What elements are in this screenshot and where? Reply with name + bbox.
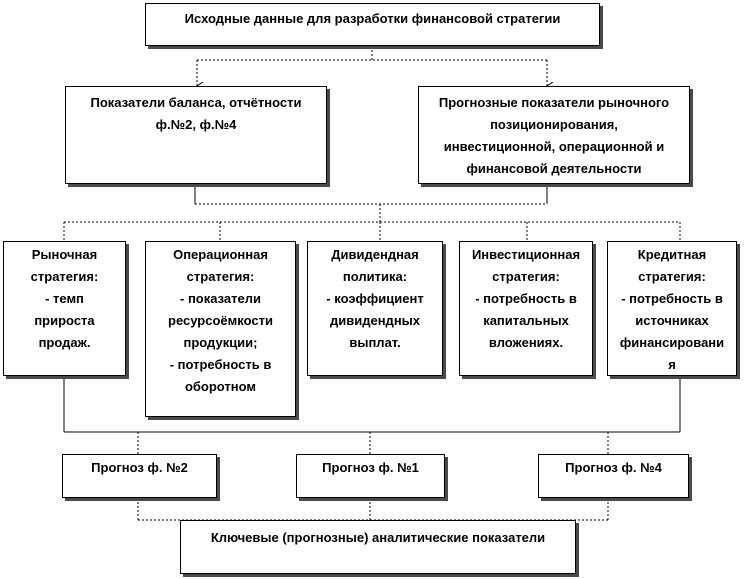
- strategy-text-dividend: Дивидендная политика: - коэффициент диви…: [326, 247, 424, 350]
- result-box: Ключевые (прогнозные) аналитические пока…: [180, 520, 576, 574]
- strategy-box-investment: Инвестиционная стратегия: - потребность …: [459, 241, 593, 376]
- forecast-box-f2: Прогноз ф. №2: [62, 454, 217, 498]
- strategy-box-market: Рыночная стратегия: - темп прироста прод…: [3, 241, 126, 376]
- strategy-box-credit: Кредитная стратегия: - потребность в ист…: [607, 241, 737, 376]
- forecast-text-f2: Прогноз ф. №2: [91, 460, 188, 475]
- source-box-reports: Показатели баланса, отчётности ф.№2, ф.№…: [65, 86, 327, 184]
- forecast-box-f1: Прогноз ф. №1: [296, 454, 445, 498]
- strategy-text-operational: Операционная стратегия: - показатели рес…: [168, 247, 273, 394]
- source-text-reports: Показатели баланса, отчётности ф.№2, ф.№…: [90, 95, 302, 132]
- result-text: Ключевые (прогнозные) аналитические пока…: [210, 530, 546, 545]
- forecast-text-f1: Прогноз ф. №1: [322, 460, 419, 475]
- title-text: Исходные данные для разработки финансово…: [184, 11, 561, 26]
- source-box-forecast-indicators: Прогнозные показатели рыночного позицион…: [418, 86, 690, 184]
- forecast-box-f4: Прогноз ф. №4: [538, 454, 689, 498]
- strategy-box-operational: Операционная стратегия: - показатели рес…: [145, 241, 296, 417]
- strategy-box-dividend: Дивидендная политика: - коэффициент диви…: [307, 241, 443, 376]
- strategy-text-credit: Кредитная стратегия: - потребность в ист…: [619, 247, 725, 372]
- title-box: Исходные данные для разработки финансово…: [145, 3, 600, 46]
- strategy-text-market: Рыночная стратегия: - темп прироста прод…: [30, 247, 99, 350]
- strategy-text-investment: Инвестиционная стратегия: - потребность …: [471, 247, 581, 350]
- forecast-text-f4: Прогноз ф. №4: [565, 460, 662, 475]
- source-text-forecast-indicators: Прогнозные показатели рыночного позицион…: [438, 95, 670, 176]
